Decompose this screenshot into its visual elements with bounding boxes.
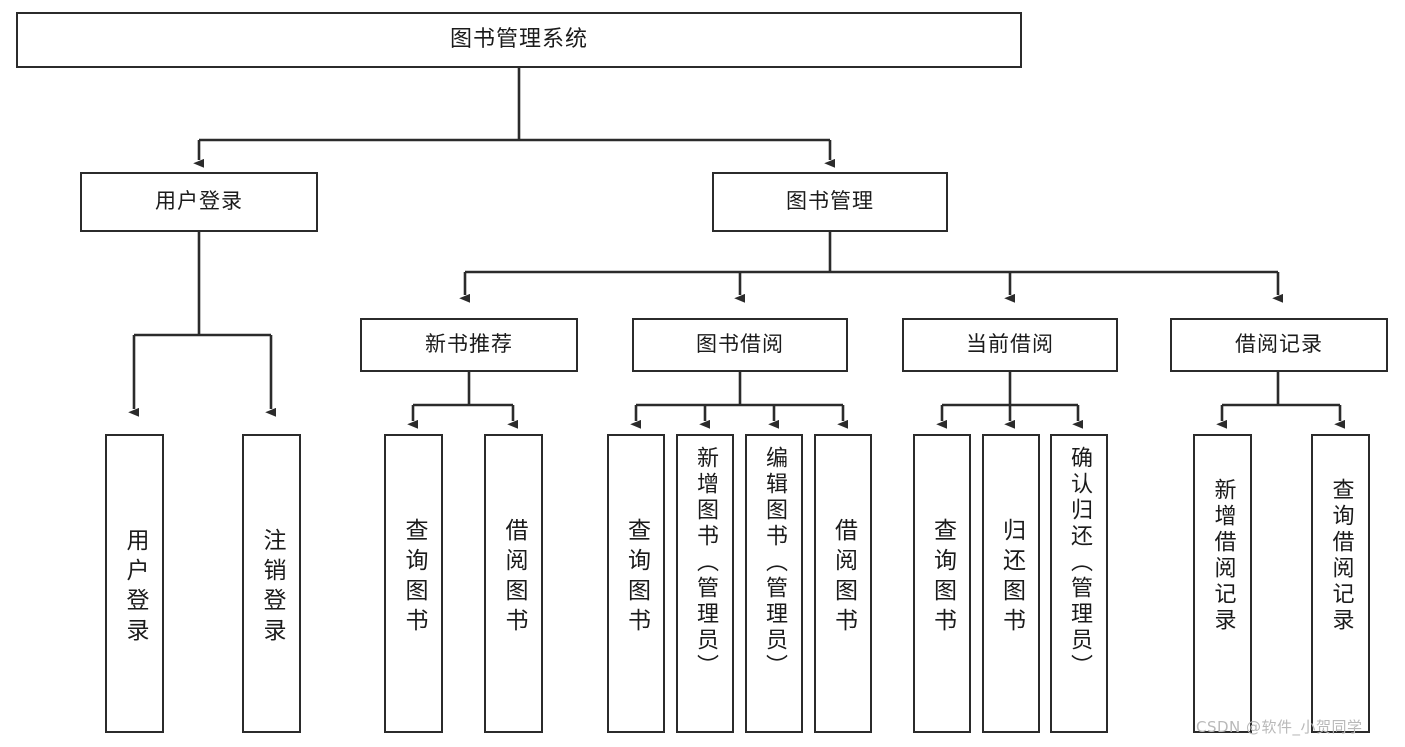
node-leaf-query-book-2[interactable]: 查询图书	[607, 434, 665, 733]
node-borrow-record[interactable]: 借阅记录	[1170, 318, 1388, 372]
node-leaf-add-record-label: 新增借阅记录	[1210, 478, 1236, 634]
node-user-login-label: 用户登录	[155, 189, 243, 214]
node-leaf-add-book[interactable]: 新增图书（管理员）	[676, 434, 734, 733]
node-current-borrow-label: 当前借阅	[966, 332, 1054, 357]
node-root[interactable]: 图书管理系统	[16, 12, 1022, 68]
node-book-borrow-label: 图书借阅	[696, 332, 784, 357]
node-current-borrow[interactable]: 当前借阅	[902, 318, 1118, 372]
node-leaf-user-login[interactable]: 用户登录	[105, 434, 164, 733]
node-leaf-confirm-return-label: 确认归还（管理员）	[1067, 446, 1092, 680]
node-leaf-query-book-2-label: 查询图书	[623, 518, 650, 638]
node-leaf-query-record[interactable]: 查询借阅记录	[1311, 434, 1370, 733]
node-leaf-confirm-return[interactable]: 确认归还（管理员）	[1050, 434, 1108, 733]
node-leaf-query-record-label: 查询借阅记录	[1328, 478, 1354, 634]
node-leaf-query-book-3[interactable]: 查询图书	[913, 434, 971, 733]
node-leaf-borrow-book-1[interactable]: 借阅图书	[484, 434, 543, 733]
node-book-manage[interactable]: 图书管理	[712, 172, 948, 232]
node-leaf-logout-login[interactable]: 注销登录	[242, 434, 301, 733]
node-borrow-record-label: 借阅记录	[1235, 332, 1323, 357]
node-leaf-edit-book-label: 编辑图书（管理员）	[762, 446, 787, 680]
node-leaf-add-record[interactable]: 新增借阅记录	[1193, 434, 1252, 733]
node-root-label: 图书管理系统	[449, 26, 588, 52]
node-leaf-query-book-1-label: 查询图书	[401, 518, 427, 638]
node-leaf-borrow-book-2[interactable]: 借阅图书	[814, 434, 872, 733]
node-new-book-rec-label: 新书推荐	[425, 332, 513, 357]
node-leaf-user-login-label: 用户登录	[122, 528, 148, 648]
node-book-borrow[interactable]: 图书借阅	[632, 318, 848, 372]
node-book-manage-label: 图书管理	[786, 189, 874, 214]
node-user-login[interactable]: 用户登录	[80, 172, 318, 232]
node-leaf-return-book-label: 归还图书	[998, 518, 1025, 638]
watermark: CSDN @软件_小贺同学	[1196, 718, 1363, 736]
node-leaf-add-book-label: 新增图书（管理员）	[693, 446, 718, 680]
node-leaf-borrow-book-2-label: 借阅图书	[830, 518, 857, 638]
node-leaf-query-book-1[interactable]: 查询图书	[384, 434, 443, 733]
node-leaf-borrow-book-1-label: 借阅图书	[501, 518, 527, 638]
node-leaf-query-book-3-label: 查询图书	[929, 518, 956, 638]
node-leaf-return-book[interactable]: 归还图书	[982, 434, 1040, 733]
node-leaf-logout-login-label: 注销登录	[259, 528, 285, 648]
node-new-book-rec[interactable]: 新书推荐	[360, 318, 578, 372]
node-leaf-edit-book[interactable]: 编辑图书（管理员）	[745, 434, 803, 733]
